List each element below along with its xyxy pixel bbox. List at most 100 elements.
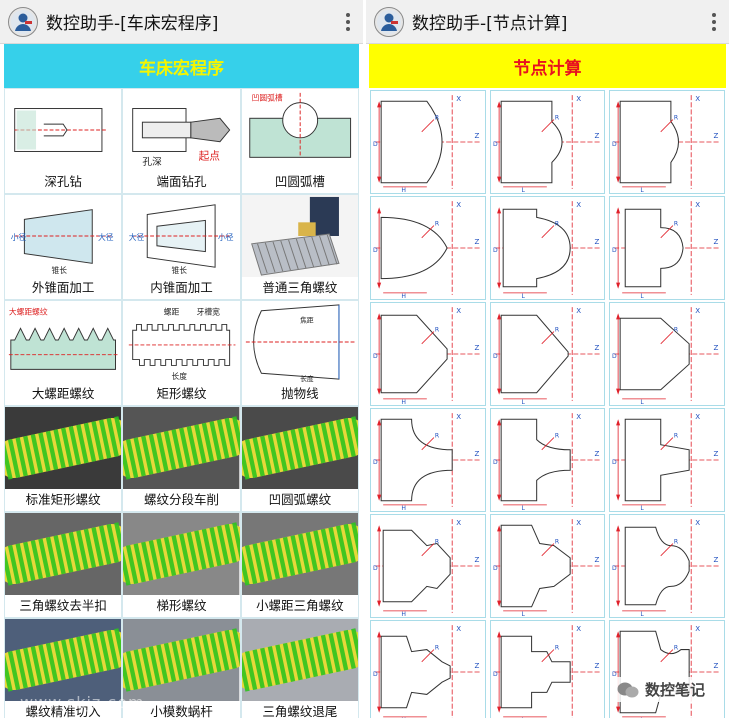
macro-item-13[interactable]: 三角螺纹去半扣 [4,512,123,618]
app-bar: 数控助手-[节点计算] [366,0,729,44]
svg-text:R: R [555,433,560,440]
macro-item-14[interactable]: 梯形螺纹 [122,512,241,618]
svg-text:大径: 大径 [129,232,145,242]
svg-text:R: R [555,327,560,334]
svg-text:Z: Z [714,661,719,670]
svg-text:长度: 长度 [300,374,314,383]
svg-text:H: H [401,717,406,718]
macro-item-15[interactable]: 小螺距三角螺纹 [240,512,359,618]
app-logo-icon [374,6,404,37]
svg-text:R: R [435,433,440,440]
svg-text:X: X [576,306,581,315]
svg-text:R: R [435,645,440,652]
macro-item-18[interactable]: 三角螺纹退尾 [240,618,359,718]
svg-text:D: D [612,141,617,148]
svg-text:H: H [401,399,406,405]
svg-text:H: H [401,611,406,617]
trapezoidal-thread-icon [123,513,240,595]
left-phone-screen: 数控助手-[车床宏程序] 车床宏程序 深孔钻起点孔深端面钻孔凹圆弧槽凹圆弧槽小径… [0,0,363,718]
svg-text:牙槽宽: 牙槽宽 [197,307,220,317]
macro-item-label: 普通三角螺纹 [241,277,358,299]
macro-item-label: 凹圆弧螺纹 [241,489,358,511]
svg-text:L: L [521,611,525,617]
svg-text:R: R [674,327,679,334]
macro-item-11[interactable]: 螺纹分段车削 [122,406,241,512]
small-pitch-thread-icon [241,513,358,595]
svg-text:Z: Z [594,449,599,458]
svg-text:焦距: 焦距 [300,315,314,324]
svg-text:R: R [674,645,679,652]
svg-text:X: X [456,518,461,527]
macro-item-17[interactable]: 小模数蜗杆 [122,618,241,718]
half-thread-removal-icon [5,513,122,595]
macro-item-6[interactable]: 普通三角螺纹 [240,194,359,300]
parabola-icon: 焦距长度 [242,301,358,383]
overflow-menu-icon[interactable] [707,12,721,31]
macro-item-label: 抛物线 [241,383,358,405]
small-module-worm-icon [123,619,240,701]
svg-text:长度: 长度 [172,371,188,381]
macro-item-4[interactable]: 小径大径锥长外锥面加工 [4,194,123,300]
svg-text:L: L [641,187,645,193]
app-logo-icon [8,6,38,37]
macro-item-1[interactable]: 深孔钻 [4,88,123,194]
precise-thread-entry-icon [5,619,122,701]
svg-text:D: D [493,141,498,148]
macro-item-16[interactable]: 螺纹精准切入 [4,618,123,718]
macro-item-2[interactable]: 起点孔深端面钻孔 [122,88,241,194]
svg-text:L: L [641,611,645,617]
svg-text:R: R [674,115,679,122]
svg-text:D: D [373,353,378,360]
svg-text:X: X [576,624,581,633]
svg-text:D: D [612,671,617,678]
macro-item-label: 端面钻孔 [123,171,240,193]
macro-item-10[interactable]: 标准矩形螺纹 [4,406,123,512]
macro-item-label: 标准矩形螺纹 [5,489,122,511]
svg-text:L: L [641,505,645,511]
svg-text:D: D [493,671,498,678]
svg-text:D: D [612,353,617,360]
svg-text:L: L [641,293,645,299]
macro-item-12[interactable]: 凹圆弧螺纹 [240,406,359,512]
macro-item-label: 深孔钻 [5,171,122,193]
svg-text:X: X [456,94,461,103]
macro-item-7[interactable]: 大螺距螺纹大螺距螺纹 [4,300,123,406]
macro-item-3[interactable]: 凹圆弧槽凹圆弧槽 [240,88,359,194]
svg-text:Z: Z [714,131,719,140]
overflow-menu-icon[interactable] [341,12,355,31]
svg-text:R: R [435,327,440,334]
macro-item-8[interactable]: 螺距牙槽宽长度矩形螺纹 [122,300,241,406]
macro-item-label: 三角螺纹去半扣 [5,595,122,617]
macro-item-9[interactable]: 焦距长度抛物线 [240,300,359,406]
macro-item-5[interactable]: 大径小径锥长内锥面加工 [122,194,241,300]
section-banner: 车床宏程序 [4,44,359,88]
svg-text:R: R [555,539,560,546]
